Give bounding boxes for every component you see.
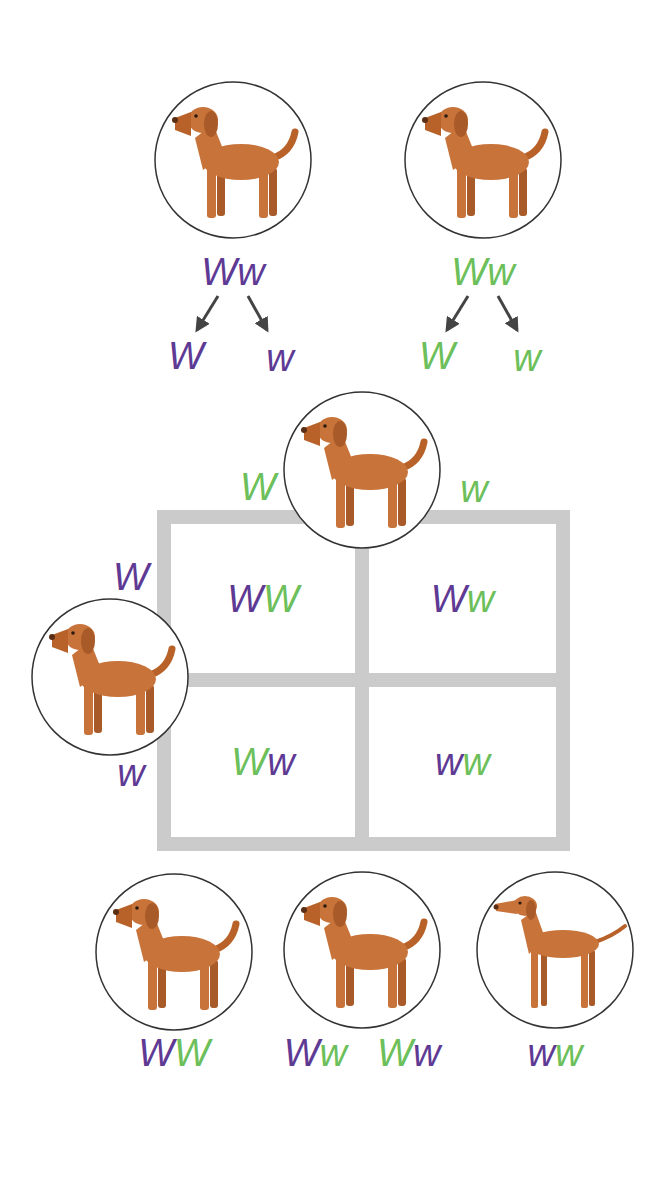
wirehaired-dog	[422, 107, 545, 218]
allele-letter: W	[284, 1032, 320, 1074]
genotype-text: WW	[227, 577, 299, 621]
dog-circle	[405, 82, 561, 238]
punnett-cell: WW	[171, 524, 355, 673]
allele-letter: w	[320, 1032, 347, 1074]
genotype-text: WW	[138, 1031, 210, 1075]
punnett-divider	[164, 673, 563, 687]
punnett-frame	[164, 517, 563, 844]
dog-circle	[284, 872, 440, 1028]
genotype-text: Ww	[451, 250, 514, 294]
dog-circle	[155, 82, 311, 238]
allele-label: w	[460, 467, 487, 511]
allele-letter: W	[138, 1032, 174, 1074]
genotype-text: Ww	[201, 250, 264, 294]
allele-letter: W	[451, 251, 487, 293]
smooth-dog	[494, 896, 626, 1008]
allele-letter: w	[487, 251, 514, 293]
allele-label: W	[168, 334, 204, 378]
dog-circle	[96, 874, 252, 1030]
allele-letter: W	[377, 1032, 413, 1074]
punnett-cell: ww	[369, 687, 556, 837]
allele-letter: w	[467, 578, 494, 620]
genotype-text: Ww	[231, 740, 294, 784]
allele-letter: W	[263, 578, 299, 620]
offspring-dog: WwWw	[239, 870, 485, 1075]
genotype-text: ww	[528, 1031, 583, 1075]
allele-label: W	[419, 334, 455, 378]
genotype-text: Ww	[377, 1031, 440, 1075]
allele-letter: w	[267, 741, 294, 783]
dog-circle	[32, 599, 188, 755]
parent-dog: Ww	[390, 80, 576, 294]
punnett-cell: Ww	[171, 687, 355, 837]
allele-letter: w	[237, 251, 264, 293]
allele-letter: w	[463, 741, 490, 783]
allele-label: w	[266, 336, 293, 380]
allele-label: w	[117, 751, 144, 795]
allele-label: W	[113, 555, 149, 599]
gamete-arrow	[197, 296, 218, 330]
allele-letter: W	[227, 578, 263, 620]
allele-letter: w	[435, 741, 462, 783]
allele-letter: W	[201, 251, 237, 293]
allele-letter: w	[528, 1032, 555, 1074]
wirehaired-dog	[301, 417, 424, 528]
allele-label: W	[240, 465, 276, 509]
wirehaired-dog	[49, 624, 172, 735]
punnett-cell: Ww	[369, 524, 556, 673]
allele-letter: w	[413, 1032, 440, 1074]
wirehaired-dog	[301, 897, 424, 1008]
allele-letter: W	[431, 578, 467, 620]
gamete-arrow	[248, 296, 267, 330]
dog-circle	[477, 872, 633, 1028]
genotype-text: Ww	[284, 1031, 347, 1075]
parent-dog: Ww	[140, 80, 326, 294]
allele-letter: w	[555, 1032, 582, 1074]
offspring-dog: ww	[462, 870, 648, 1075]
allele-label: w	[513, 336, 540, 380]
gamete-arrow	[498, 296, 517, 330]
allele-letter: W	[174, 1032, 210, 1074]
genotype-text: Ww	[431, 577, 494, 621]
wirehaired-dog	[113, 899, 236, 1010]
dog-circle	[284, 392, 440, 548]
genotype-text: ww	[435, 740, 490, 784]
offspring-dog: WW	[81, 872, 267, 1075]
wirehaired-dog	[172, 107, 295, 218]
gamete-arrow	[447, 296, 468, 330]
allele-letter: W	[231, 741, 267, 783]
